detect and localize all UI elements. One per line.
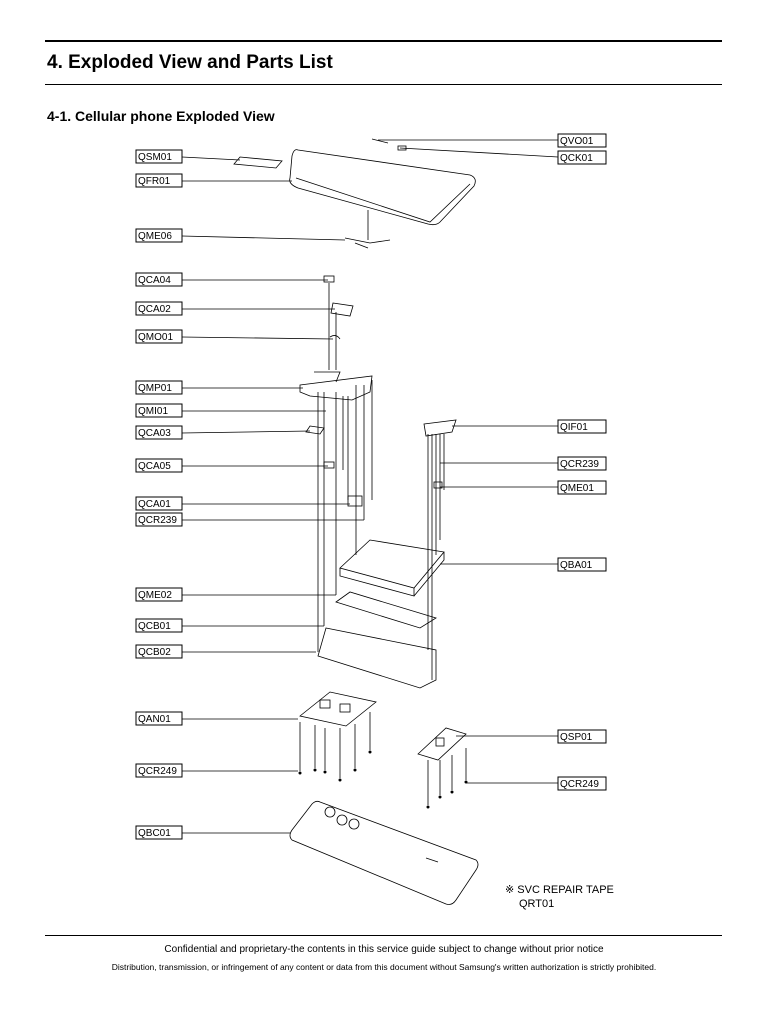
- label-left-3: QCA04: [138, 275, 171, 286]
- label-left-17: QBC01: [138, 828, 171, 839]
- label-right-6: QSP01: [560, 732, 593, 743]
- note-text: SVC REPAIR TAPE: [517, 884, 614, 896]
- label-left-2: QME06: [138, 231, 172, 242]
- label-left-11: QCR239: [138, 515, 177, 526]
- footer-confidential: Confidential and proprietary-the content…: [164, 944, 604, 955]
- label-left-14: QCB02: [138, 647, 171, 658]
- footer-distribution: Distribution, transmission, or infringem…: [111, 962, 657, 972]
- label-left-15: QAN01: [138, 714, 171, 725]
- label-left-13: QCB01: [138, 621, 171, 632]
- label-left-7: QMI01: [138, 406, 168, 417]
- label-left-12: QME02: [138, 590, 172, 601]
- label-right-2: QIF01: [560, 422, 588, 433]
- label-right-5: QBA01: [560, 560, 593, 571]
- label-right-1: QCK01: [560, 153, 593, 164]
- label-left-5: QMO01: [138, 332, 173, 343]
- note-code: QRT01: [519, 898, 555, 910]
- label-left-16: QCR249: [138, 766, 177, 777]
- label-left-6: QMP01: [138, 383, 172, 394]
- label-left-4: QCA02: [138, 304, 171, 315]
- left-part-labels: [135, 149, 183, 840]
- title-rule: [45, 84, 722, 85]
- label-right-3: QCR239: [560, 459, 599, 470]
- label-left-8: QCA03: [138, 428, 171, 439]
- label-left-10: QCA01: [138, 499, 171, 510]
- repair-tape-note: ※ SVC REPAIR TAPE: [505, 884, 614, 897]
- label-right-0: QVO01: [560, 136, 594, 147]
- page-title: 4. Exploded View and Parts List: [47, 52, 333, 73]
- footer-rule: [45, 935, 722, 936]
- label-left-1: QFR01: [138, 176, 171, 187]
- label-left-9: QCA05: [138, 461, 171, 472]
- section-subtitle: 4-1. Cellular phone Exploded View: [47, 108, 275, 124]
- label-left-0: QSM01: [138, 152, 172, 163]
- note-symbol: ※: [505, 884, 515, 896]
- top-rule: [45, 40, 722, 42]
- label-right-4: QME01: [560, 483, 594, 494]
- right-part-labels: [557, 133, 607, 791]
- label-right-7: QCR249: [560, 779, 599, 790]
